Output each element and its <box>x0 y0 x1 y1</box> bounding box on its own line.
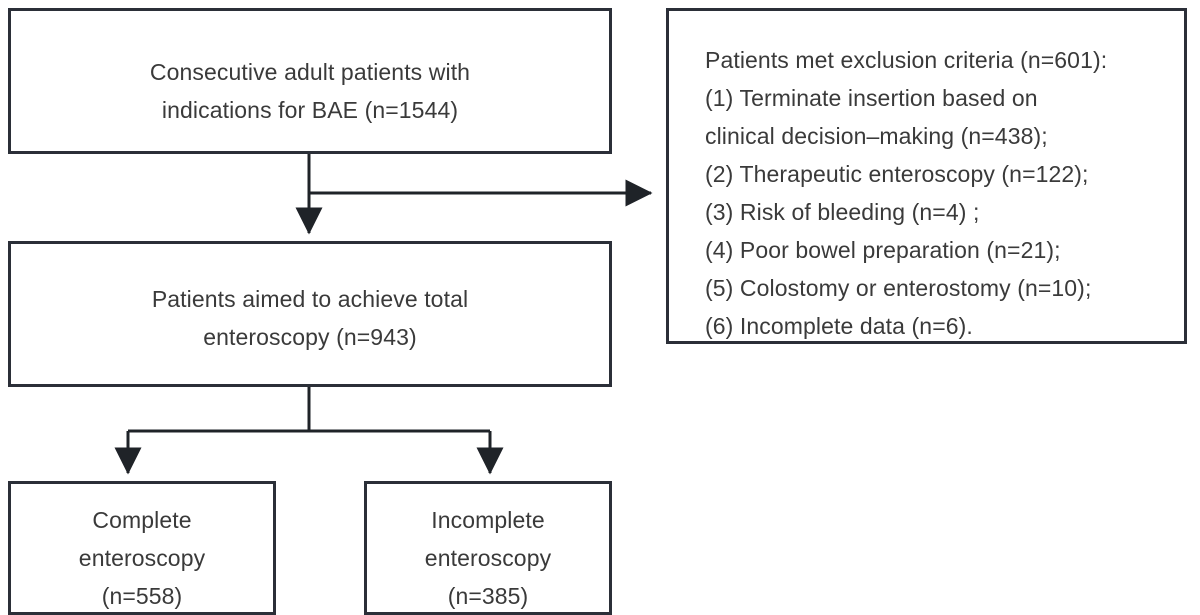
edge-aimed-split <box>114 387 504 475</box>
node-incomplete-enteroscopy-label: Incomplete enteroscopy (n=385) <box>424 507 552 609</box>
node-source-population: Consecutive adult patients with indicati… <box>8 8 612 154</box>
node-source-population-label: Consecutive adult patients with indicati… <box>149 59 471 123</box>
node-exclusion-criteria-label: Patients met exclusion criteria (n=601):… <box>705 47 1108 339</box>
node-exclusion-criteria: Patients met exclusion criteria (n=601):… <box>666 8 1187 344</box>
node-aimed-total-enteroscopy-label: Patients aimed to achieve total enterosc… <box>151 286 469 350</box>
node-complete-enteroscopy: Complete enteroscopy (n=558) <box>8 481 276 615</box>
node-complete-enteroscopy-label: Complete enteroscopy (n=558) <box>78 507 206 609</box>
node-incomplete-enteroscopy: Incomplete enteroscopy (n=385) <box>364 481 612 615</box>
node-aimed-total-enteroscopy: Patients aimed to achieve total enterosc… <box>8 241 612 387</box>
